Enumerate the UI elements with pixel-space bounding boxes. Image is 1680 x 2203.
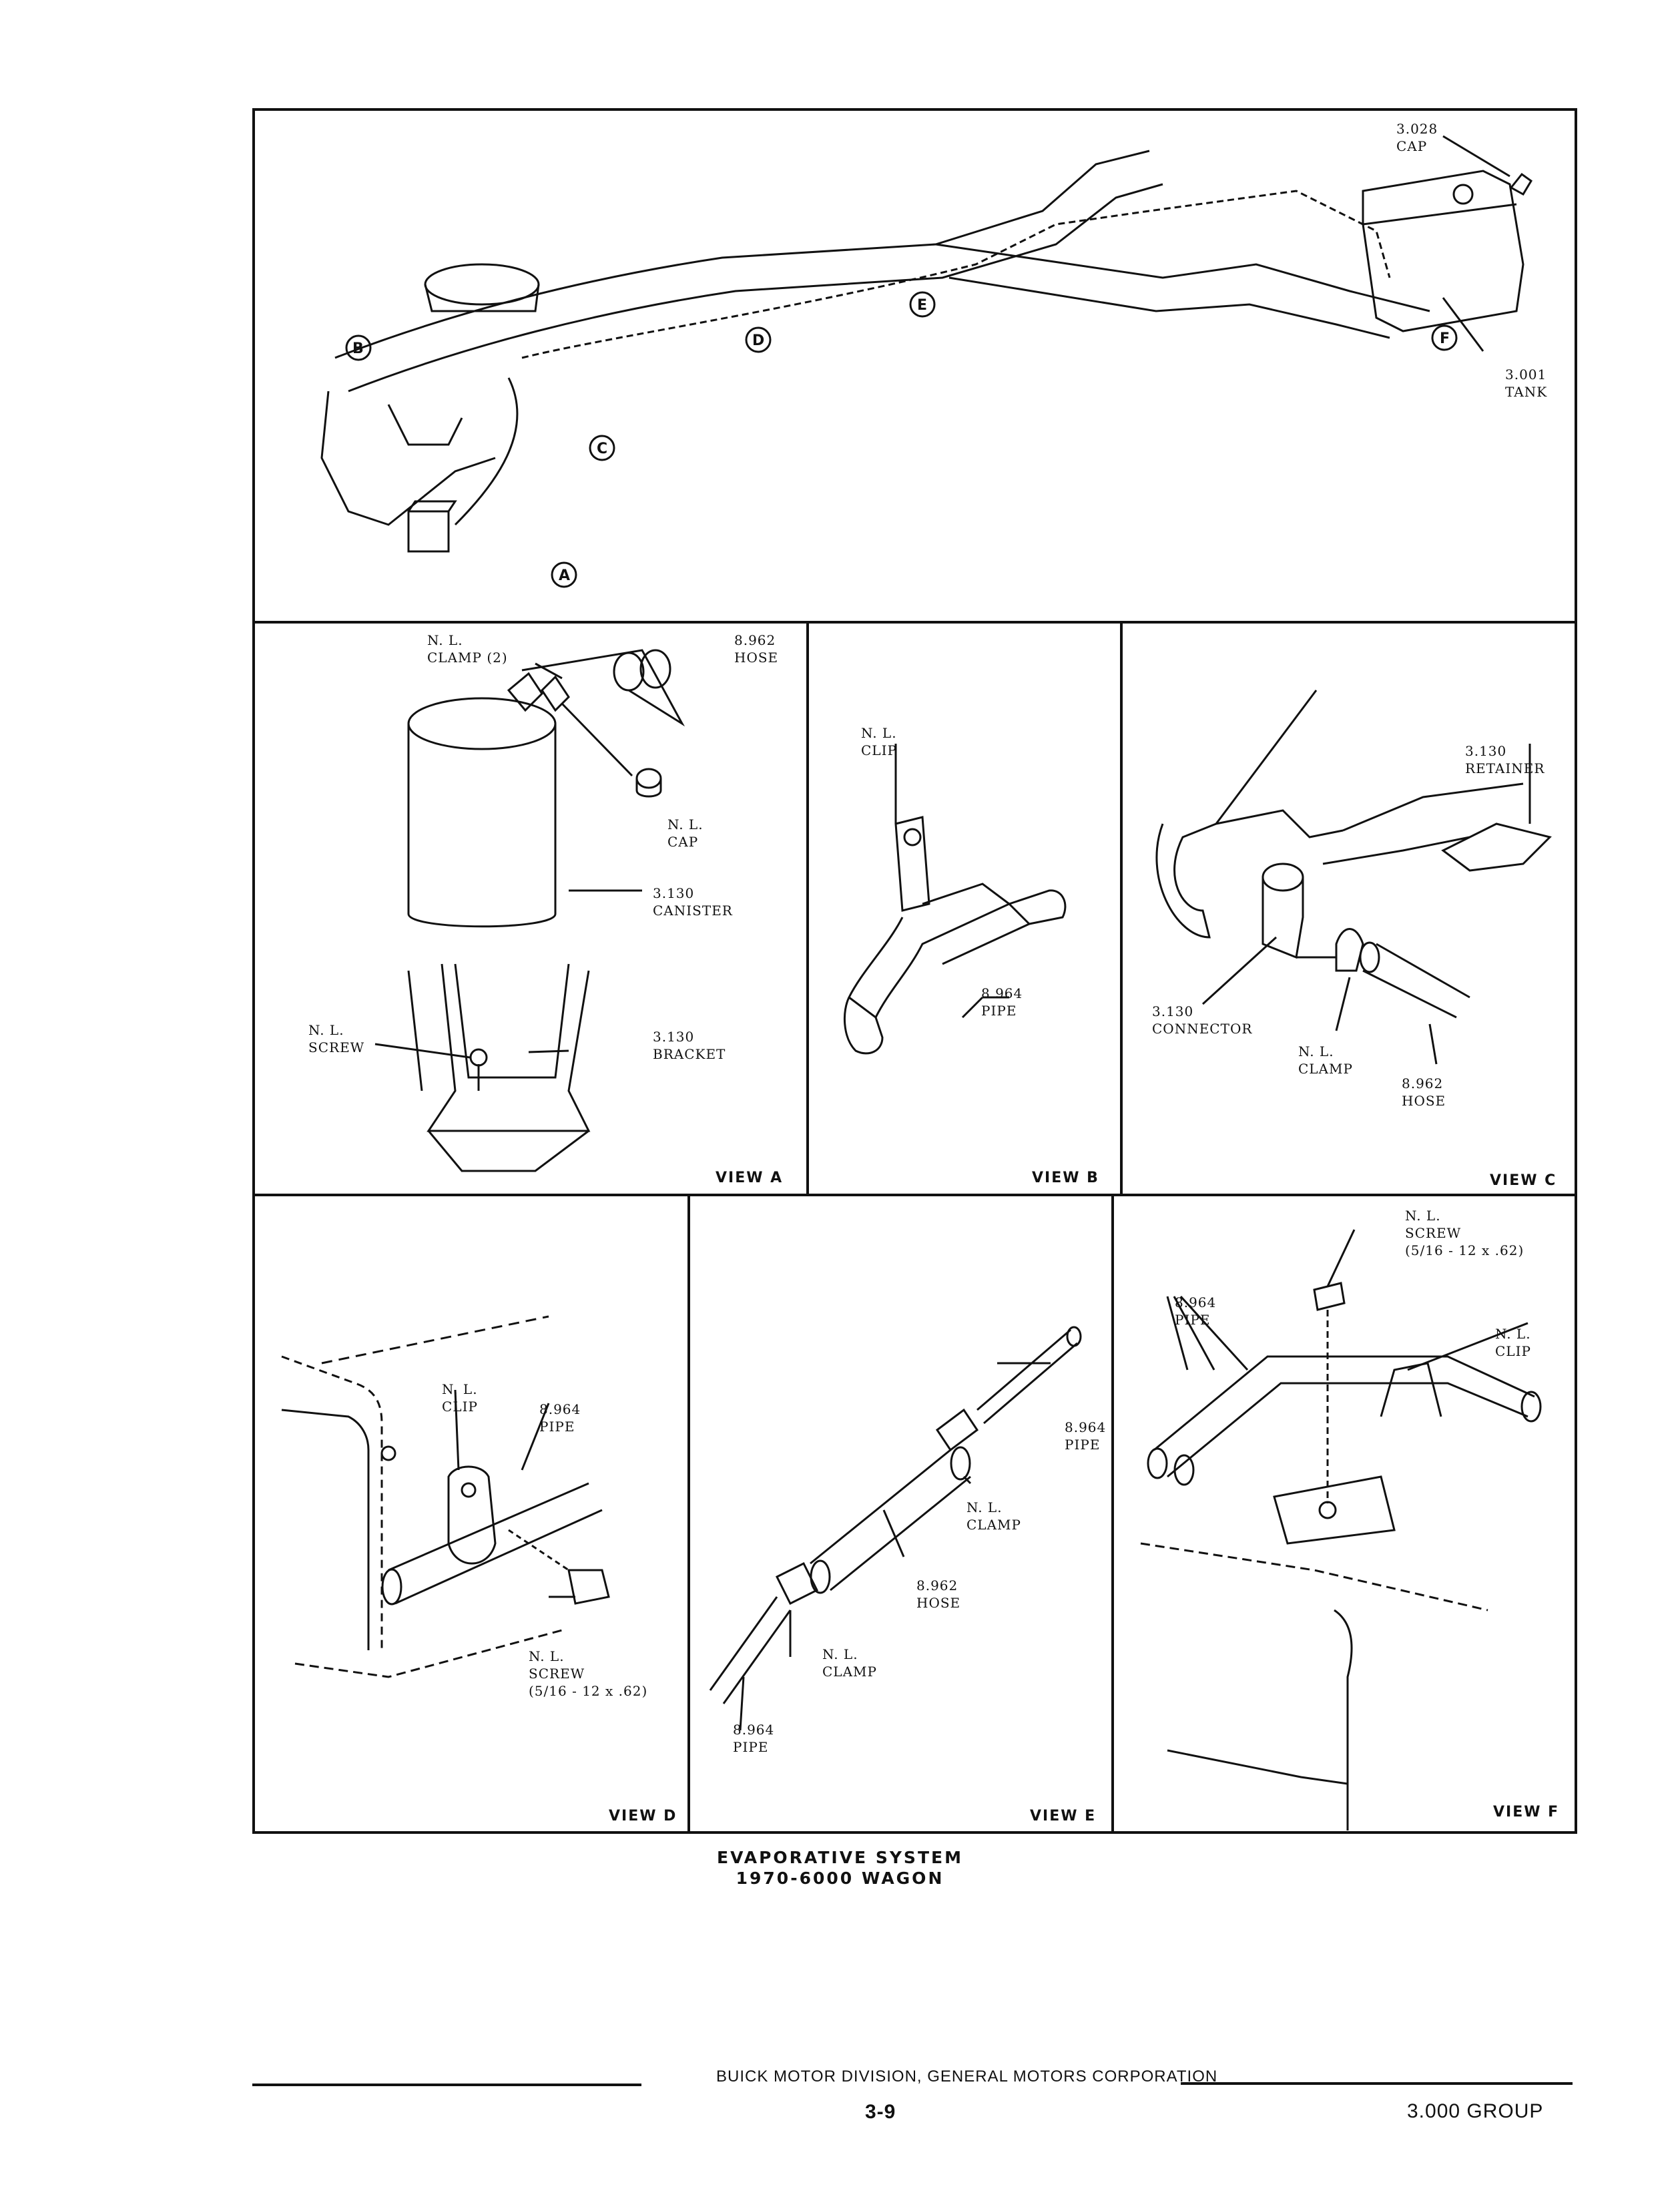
view-d-title: VIEW D (609, 1808, 677, 1824)
view-a-cap-label: N. L. CAP (667, 816, 704, 850)
view-e-pipe-top-label: 8.964 PIPE (1065, 1419, 1107, 1453)
view-a-clamp-label: N. L. CLAMP (2) (427, 632, 508, 666)
view-e-hose-label: 8.962 HOSE (916, 1577, 961, 1611)
view-c-title: VIEW C (1490, 1172, 1557, 1189)
footer-page-number: 3-9 (865, 2101, 896, 2123)
figure-caption-line1: EVAPORATIVE SYSTEM (717, 1848, 963, 1867)
view-f-clip-label: N. L. CLIP (1495, 1326, 1531, 1359)
col-divider-e-f (1111, 1194, 1114, 1833)
view-c-hose-label: 8.962 HOSE (1402, 1075, 1446, 1109)
callout-f: F (1440, 330, 1450, 347)
figure-caption-line2: 1970-6000 WAGON (736, 1869, 944, 1888)
view-a-canister-label: 3.130 CANISTER (653, 885, 733, 919)
footer-rule-right (1181, 2082, 1573, 2085)
figure-frame (252, 108, 1577, 1834)
view-d-pipe-label: 8.964 PIPE (539, 1401, 581, 1435)
view-a-title: VIEW A (716, 1170, 784, 1186)
callout-e: E (917, 297, 927, 314)
view-d-illustration (281, 1315, 610, 1678)
view-e-illustration (709, 1326, 1082, 1731)
chassis-illustration: B D E C A F (320, 135, 1532, 588)
view-d-clip-label: N. L. CLIP (442, 1381, 478, 1415)
view-e-clamp-top-label: N. L. CLAMP (966, 1499, 1021, 1533)
view-f-screw-label: N. L. SCREW (5/16 - 12 x .62) (1405, 1208, 1524, 1258)
row-divider-2 (252, 1194, 1577, 1196)
col-divider-a-b (806, 621, 809, 1195)
view-a-hose-label: 8.962 HOSE (734, 632, 779, 666)
footer-group: 3.000 GROUP (1407, 2100, 1544, 2122)
view-f-illustration (1140, 1229, 1542, 1830)
cap-label: 3.028 CAP (1396, 121, 1438, 154)
view-f-pipe-label: 8.964 PIPE (1175, 1294, 1217, 1328)
callout-b: B (352, 340, 364, 357)
col-divider-d-e (687, 1194, 690, 1833)
callout-c: C (597, 441, 607, 457)
col-divider-b-c (1120, 621, 1123, 1195)
view-a-bracket-label: 3.130 BRACKET (653, 1029, 726, 1062)
view-e-title: VIEW E (1030, 1808, 1097, 1824)
callout-a: A (559, 567, 570, 584)
footer-rule-left (252, 2084, 641, 2086)
view-b-clip-label: N. L. CLIP (861, 725, 897, 758)
view-b-title: VIEW B (1032, 1170, 1099, 1186)
view-d-screw-label: N. L. SCREW (5/16 - 12 x .62) (529, 1648, 648, 1699)
view-a-screw-label: N. L. SCREW (308, 1022, 365, 1055)
row-divider-1 (252, 621, 1577, 624)
view-f-title: VIEW F (1493, 1804, 1560, 1820)
callout-d: D (752, 332, 764, 349)
view-e-pipe-bottom-label: 8.964 PIPE (733, 1722, 775, 1755)
view-c-connector-label: 3.130 CONNECTOR (1152, 1003, 1253, 1037)
view-c-retainer-label: 3.130 RETAINER (1465, 743, 1545, 776)
view-a-illustration (374, 649, 685, 1172)
view-b-illustration (843, 744, 1067, 1055)
view-c-illustration (1155, 690, 1552, 1065)
tank-label: 3.001 TANK (1505, 366, 1548, 400)
view-b-pipe-label: 8.964 PIPE (981, 985, 1023, 1019)
footer-publisher: BUICK MOTOR DIVISION, GENERAL MOTORS COR… (716, 2067, 1218, 2086)
view-c-clamp-label: N. L. CLAMP (1298, 1043, 1353, 1077)
view-e-clamp-bottom-label: N. L. CLAMP (822, 1646, 877, 1680)
